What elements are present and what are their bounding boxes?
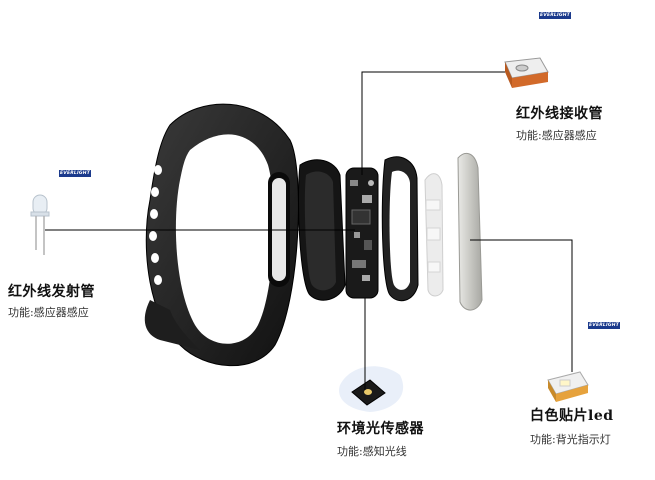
white-led-function: 功能:背光指示灯 [530,433,611,446]
ir-receiver-title: 红外线接收管 [516,106,603,122]
light-guide [424,173,444,297]
brand-tag: EVERLIGHT [588,322,620,329]
brand-tag: EVERLIGHT [539,12,571,19]
ir-receiver-component [504,57,549,88]
ir-emitter-function: 功能:感应器感应 [8,306,89,319]
white-led-title: 白色贴片led [530,408,614,424]
callout-lines [45,71,573,390]
aluminium-pod [457,152,483,311]
wristband-strap [144,103,299,367]
frame-ring [381,156,419,302]
white-smd-led-component [547,371,589,402]
ir-emitter-title: 红外线发射管 [8,284,95,300]
ir-receiver-function: 功能:感应器感应 [516,129,597,142]
ambient-sensor-function: 功能:感知光线 [337,445,407,458]
pcb-board [345,167,379,299]
ambient-light-sensor-component [339,366,404,412]
ambient-sensor-title: 环境光传感器 [337,421,424,437]
ir-emitter-component [30,194,50,255]
brand-tag: EVERLIGHT [59,170,91,177]
